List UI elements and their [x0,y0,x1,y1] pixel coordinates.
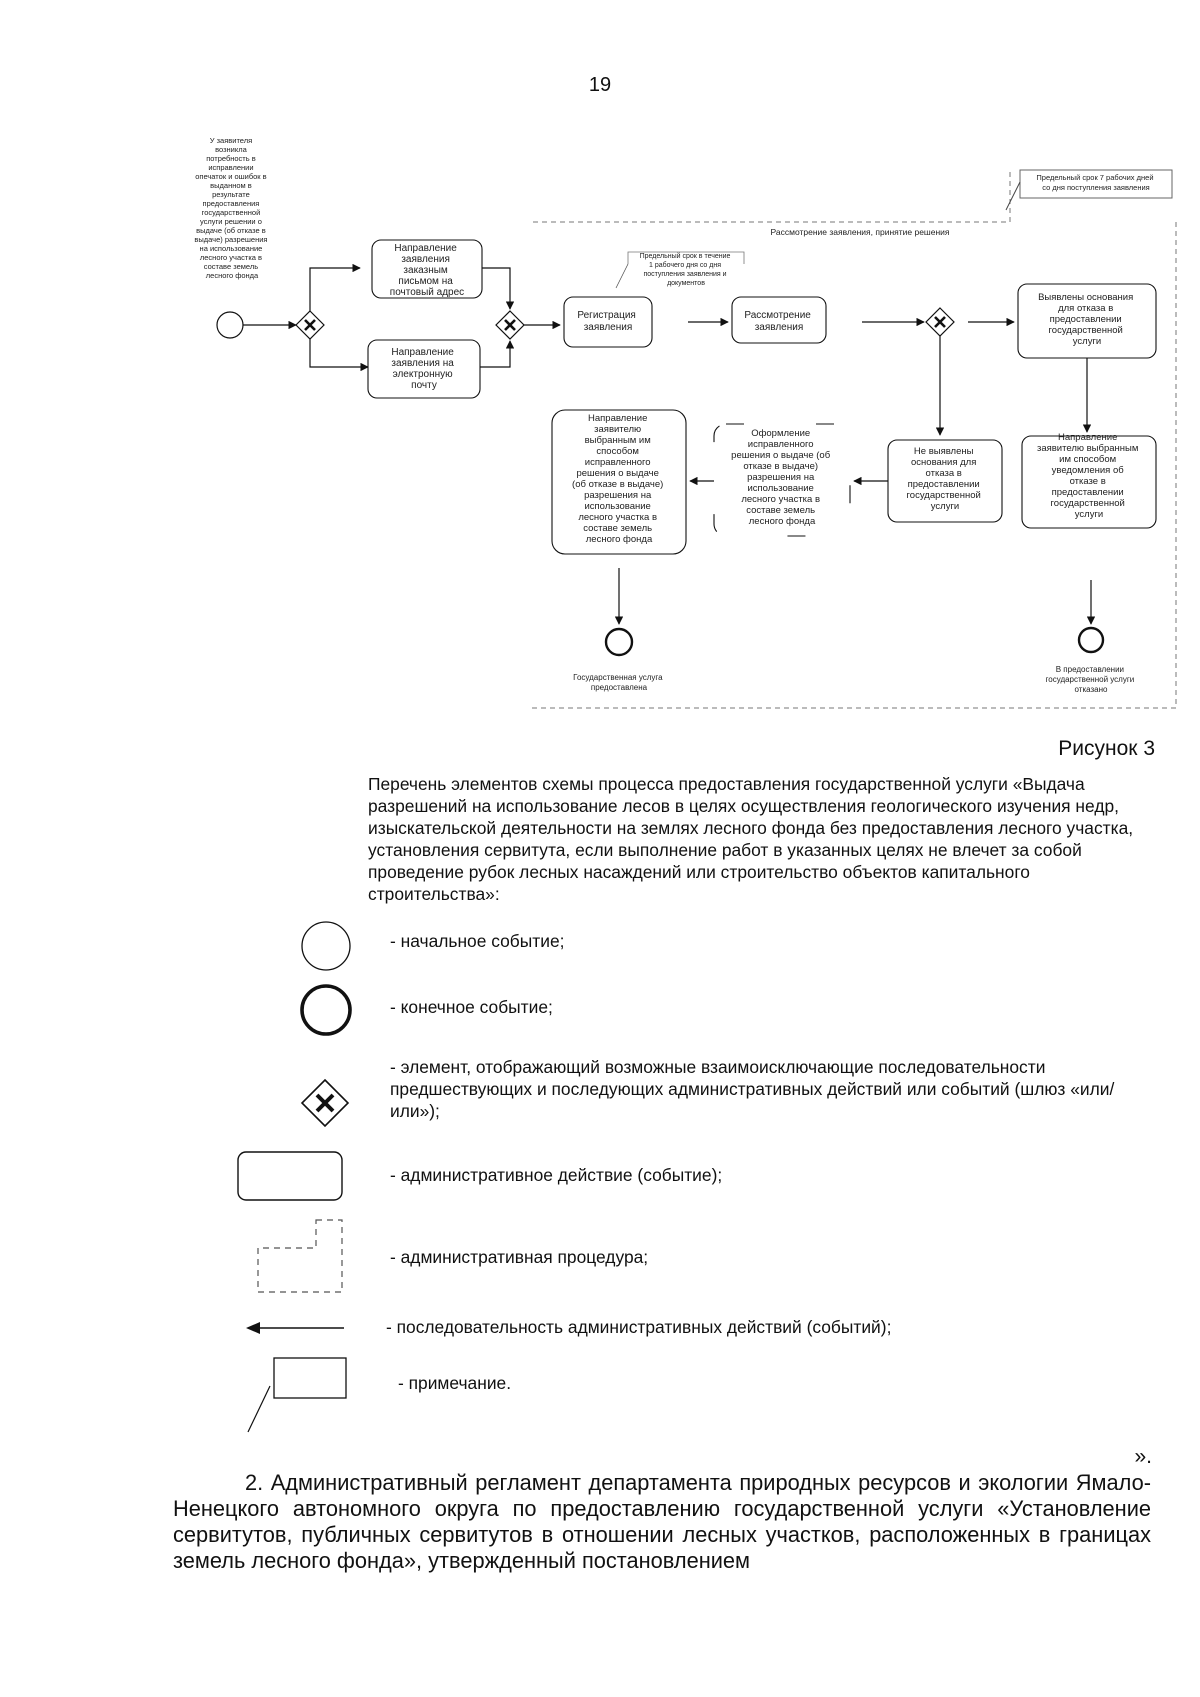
legend-end-event-icon [300,984,352,1036]
task-review-label: Рассмотрение заявления [744,310,813,333]
task-send-refusal-label: Направление заявителю выбранным им спосо… [1037,432,1141,520]
end-event-refusal [1077,626,1105,654]
legend-annotation-icon [247,1357,347,1433]
legend-task-icon [237,1151,343,1201]
start-note: У заявителя возникла потребность в испра… [194,136,269,280]
procedure-title: Рассмотрение заявления, принятие решения [770,227,949,237]
task-send-by-mail [371,239,483,299]
legend-end-event-text: - конечное событие; [390,997,553,1017]
task-send-decision [551,409,687,555]
legend-start-event-icon [301,921,351,971]
task-grounds-found-label: Выявлены основания для отказа в предоста… [1038,292,1136,347]
task-prepare-decision [713,423,851,537]
procedure-note-box [1019,169,1173,199]
legend-gateway-icon [300,1078,350,1128]
legend-start-event-text: - начальное событие; [390,931,565,951]
legend-procedure-icon [257,1219,343,1293]
procedure-note-connector [1005,181,1021,211]
legend-heading: Перечень элементов схемы процесса предос… [368,774,1134,904]
closing-quote: ». [1134,1445,1152,1468]
gateway-decision [925,307,955,337]
start-event [216,311,244,339]
figure-caption: Рисунок 3 [1058,737,1155,760]
registration-note-bracket [627,251,745,264]
procedure-note: Предельный срок 7 рабочих дней со дня по… [1036,173,1155,192]
procedure-boundary [530,172,1177,709]
legend-procedure-text: - административная процедура; [390,1247,649,1267]
end-event-success [604,627,634,657]
body-paragraph: 2. Административный регламент департамен… [173,1470,1151,1573]
registration-note: Предельный срок в течение 1 рабочего дня… [640,252,733,287]
legend-gateway-text: - элемент, отображающий возможные взаимо… [390,1057,1115,1121]
gateway-split [295,310,325,340]
task-review [731,296,827,344]
process-diagram: Рассмотрение заявления, принятие решения… [194,136,1177,709]
page-number: 19 [588,74,612,96]
task-send-by-email-label: Направление заявления на электронную поч… [391,347,456,391]
task-send-refusal [1021,435,1157,529]
task-registration [563,296,653,348]
end-success-label: Государственная услуга предоставлена [573,673,665,692]
task-send-by-mail-label: Направление заявления заказным письмом н… [390,243,464,298]
task-registration-label: Регистрация заявления [577,310,638,333]
legend-annotation-text: - примечание. [398,1373,512,1393]
task-prepare-decision-label: Оформление исправленного решения о выдач… [731,428,833,527]
legend-sequence-arrow-icon [246,1322,344,1334]
task-send-decision-label: Направление заявителю выбранным им спосо… [572,413,666,545]
task-no-grounds-label: Не выявлены основания для отказа в предо… [907,446,984,512]
task-send-by-email [367,339,481,399]
legend-sequence-text: - последовательность административных де… [386,1317,892,1337]
end-refusal-label: В предоставлении государственной услуги … [1046,665,1137,694]
gateway-merge [495,310,525,340]
legend-task-text: - административное действие (событие); [390,1165,723,1185]
